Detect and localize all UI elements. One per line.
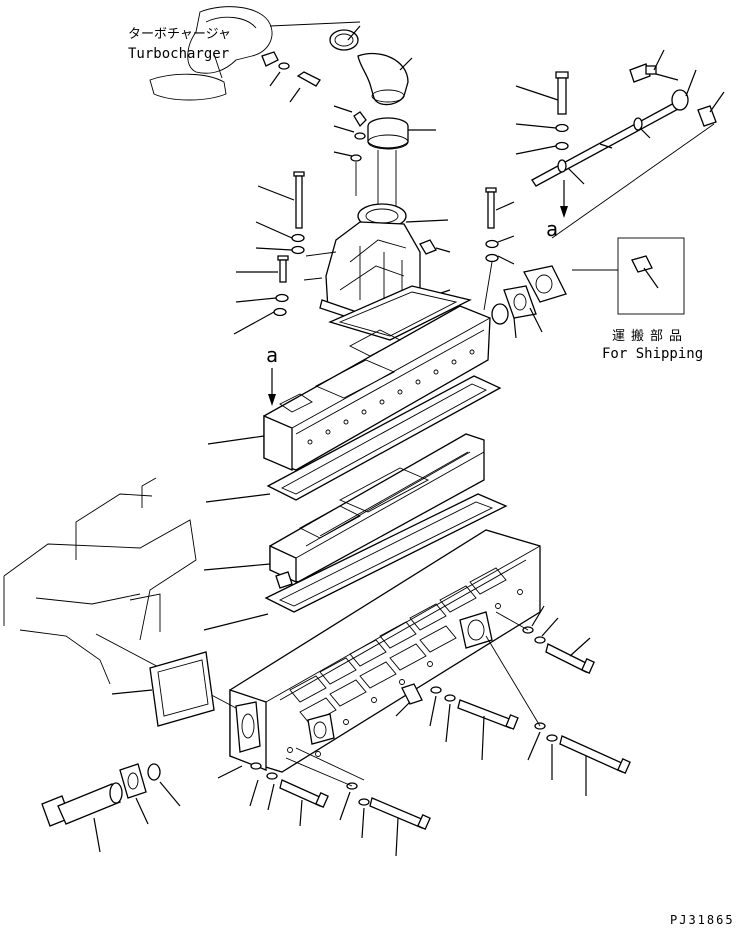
- plug-upper: [419, 239, 451, 255]
- flange-cover-right: [491, 265, 567, 339]
- turbo-bolt-group: [261, 51, 321, 103]
- shipping-part-box: 運搬部品 For Shipping: [572, 237, 703, 362]
- view-label-a-left: a: [266, 343, 278, 367]
- turbocharger-label-en: Turbocharger: [128, 46, 229, 62]
- bolt-cluster-right-upper: [483, 187, 515, 311]
- view-arrow-a-right: a: [546, 180, 568, 241]
- view-label-a-right: a: [546, 217, 558, 241]
- shipping-label-jp: 運搬部品: [612, 329, 688, 344]
- gasket-mid-lower: [203, 493, 508, 631]
- bolts-bottom-left: [217, 747, 431, 857]
- outlet-pipe: [41, 763, 181, 853]
- shipping-label-en: For Shipping: [602, 346, 703, 362]
- connector-tube: [367, 117, 436, 206]
- cover-bolt-holes: [307, 349, 475, 445]
- aftercooler-core: [203, 433, 485, 589]
- case-cooling-fins: [289, 567, 507, 725]
- turbocharger-label-jp: ターボチャージャ: [128, 27, 231, 42]
- tube-assembly: [531, 49, 725, 239]
- bolt-right-long: [515, 71, 569, 155]
- engine-phantom: [3, 477, 237, 709]
- aftercooler-cover: [207, 305, 491, 471]
- aftercooler-case: [229, 529, 541, 773]
- small-bolts-upper: [333, 105, 367, 196]
- drawing-number: PJ31865: [670, 913, 735, 927]
- turbocharger-phantom: ターボチャージャ Turbocharger: [128, 6, 361, 101]
- bolts-bottom-right: [429, 605, 631, 796]
- gasket-upper: [328, 285, 472, 341]
- gasket-mid-upper: [205, 375, 502, 503]
- case-bolt-holes: [287, 589, 523, 757]
- elbow-hose-group: [329, 25, 413, 106]
- plug-case: [395, 683, 423, 717]
- rear-cover-left: [111, 651, 215, 727]
- bolt-cluster-left-upper: [233, 171, 337, 335]
- view-arrow-a-left: a: [266, 343, 278, 406]
